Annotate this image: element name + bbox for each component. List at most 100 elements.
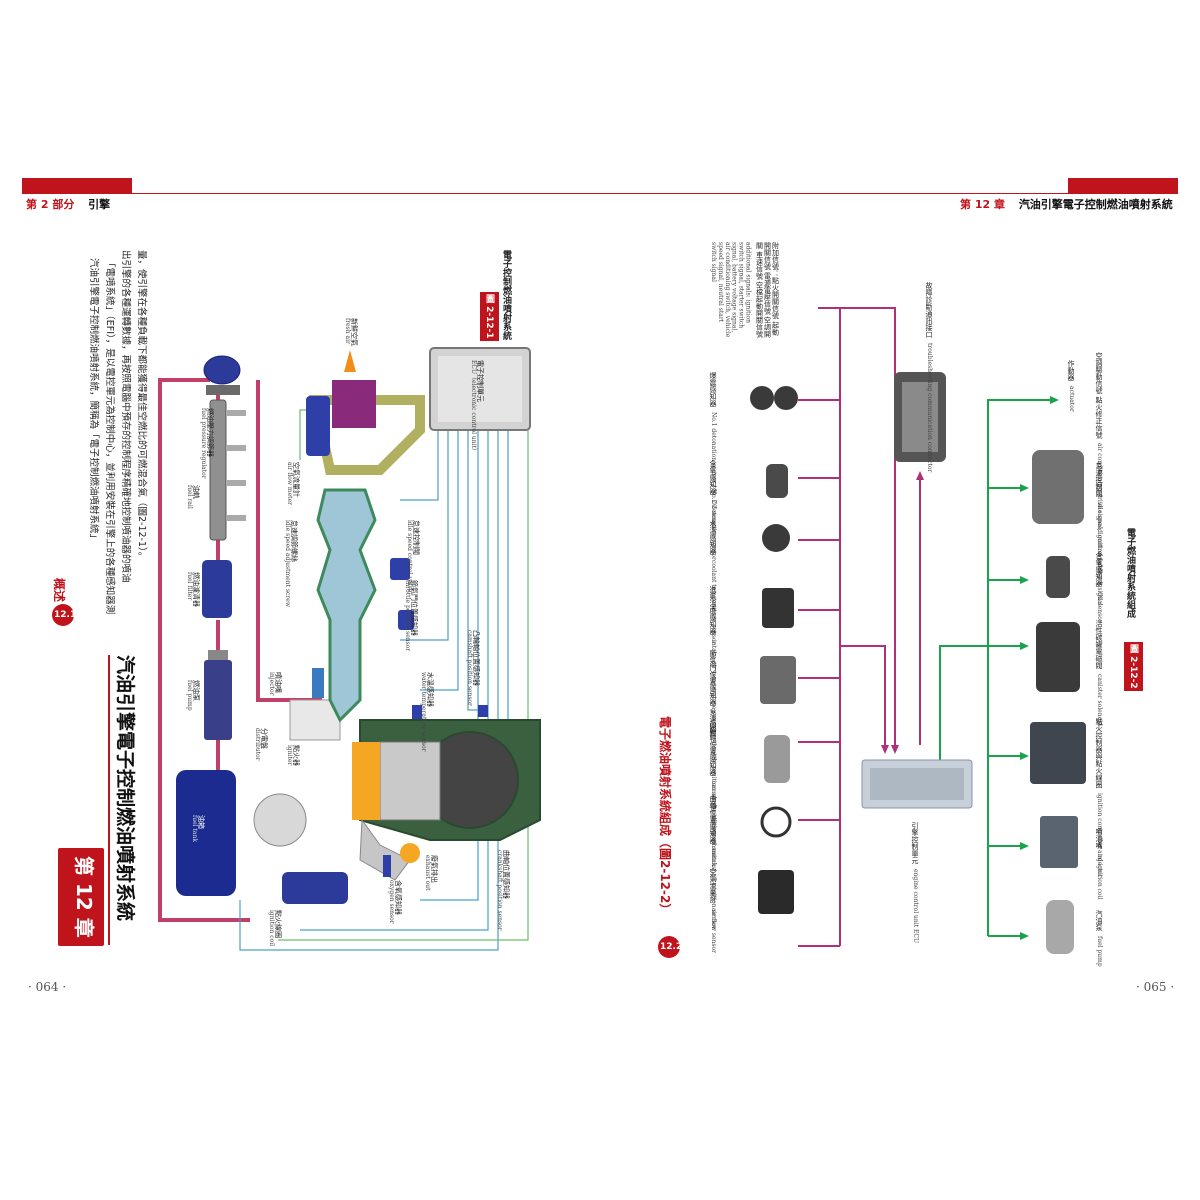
canister-solenoid-photo [1036,622,1080,692]
piston [379,741,441,821]
label-actuator-fuel-pump: 汽油泵 fuel pump [1095,910,1103,967]
efi-engine-diagram [158,347,541,951]
header-accent-bar [1068,178,1178,193]
knock-sensor-1-photo [750,386,774,410]
coolant-temp-sensor-photo [762,524,790,552]
label-actuator-idle-valve: 怠速控制閥 idle speed control valve [1095,462,1103,575]
header-accent-bar [22,178,132,193]
fuel-pressure-regulator [203,355,241,385]
label-crankshaft-sensor: 曲軸位置感知器 crankshaft position sensor [709,795,717,930]
label-intake-air-temp-sensor: 進氣溫度感知器 intake air temperature sensor [709,586,717,732]
water-temperature-sensor-part [412,705,422,719]
fuel-tank [176,770,236,896]
throttle-position-sensor-photo [760,656,796,704]
distributor [253,793,307,847]
label-actuator-o2-sensor: 含氧感知器 O2 sensor [1095,552,1103,623]
label-ecu: 引擎控制單元 engine control unit ECU [911,822,919,944]
label-camshaft-sensor: 凸輪軸位置感知器 camshaft position sensor [709,720,717,857]
sensor-lines [798,307,921,947]
label-actuator-ignition: 點火控制器與點火線圈 ignition controller and ignit… [1095,718,1103,900]
part-label: 第 2 部分 [26,198,75,211]
air-filter-box [332,380,376,428]
injector-part [312,668,324,698]
header-rule [22,193,600,194]
fuel-rail [209,399,227,541]
chapter-label: 第 12 章 [960,198,1005,211]
chapter-number-block [58,848,104,946]
fuel-pump-photo [1046,900,1074,954]
running-header: 第 2 部分 引擎 [26,196,110,212]
fuel-pump [204,660,232,740]
combustion-chamber [352,742,380,820]
intake-manifold [316,488,377,723]
throttle-position-sensor-part [398,610,414,630]
fuel-filter [202,560,232,618]
section-badge-12-2: 12.2 [658,936,682,958]
label-actuator-canister: 活性碳罐電磁閥 canister solenoid [1095,620,1103,727]
fuel-return-line [158,378,250,922]
label-throttle-position-sensor: 節氣門位置感知器 怠速開關 throttle position sensor i… [709,650,717,868]
figure-caption-2-12-1: 電子控制燃油噴射系統 [501,250,511,340]
air-flow-sensor-photo [758,870,794,914]
label-additional-signals: 附加信號：點火開關信號 起動開關信號 電源電壓信號 空調開關 車速信號 空檔起動… [710,242,780,338]
label-actuator-signals: 空調驅動信號 點火修正信號 air conditioning drive sig… [1095,352,1103,606]
header-rule [600,193,1178,194]
fresh-air-arrow [344,350,356,372]
page-number-right: · 065 · [1136,980,1175,994]
crankshaft-sensor-photo [760,806,792,838]
part-title: 引擎 [88,198,111,211]
label-actuator-injector: 噴油嘴 injector [1095,828,1103,878]
label-actuator-title: 作動器 actuator [1067,360,1075,412]
chapter-title-rule [108,655,110,945]
chapter-header-title: 汽油引擎電子控制燃油噴射系統 [1018,198,1173,211]
running-header: 第 12 章 汽油引擎電子控制燃油噴射系統 [960,196,1173,212]
label-coolant-temp-sensor: 水溫感知器 coolant temperature sensor [709,520,717,645]
right-page: 第 12 章 汽油引擎電子控制燃油噴射系統 12.2 電子燃油噴射系統組成（圖2… [600,0,1200,1200]
knock-sensor-2-photo [774,386,798,410]
ignition-controller-photo [1030,722,1086,784]
label-air-flow-sensor: 空氣流量計 air flow sensor [709,868,717,954]
label-o2-sensor: 含氧感知器 O2 sensor [709,460,717,531]
label-diagnostic-connector: 故障診斷通訊接口 troubleshooting communication c… [925,282,933,473]
air-flow-meter [306,396,330,456]
idle-speed-control-valve [390,558,410,580]
actuator-lines [939,399,1050,937]
idle-speed-control-valve-photo [1032,450,1084,524]
label-knock-sensors: 爆震感知器 No.1 detonation sensor / No.2 deto… [709,372,717,560]
oxygen-sensor-part [383,855,391,877]
camshaft-sensor-photo [764,735,790,783]
efi-components-diagram [750,307,1086,954]
camshaft-sensor-part [478,705,488,717]
figure-tag-2-12-1: 圖 2-12-1 [480,292,499,341]
o2-sensor-photo [766,464,788,498]
sensor-photos [750,386,798,914]
intake-air-temp-sensor-photo [762,588,794,628]
actuator-photos [1030,450,1086,954]
section-badge: 12.1 [52,604,76,626]
injector-photo [1040,816,1078,868]
left-page: 第 2 部分 引擎 第 12 章 汽油引擎電子控制燃油噴射系統 12.1 概述 … [22,178,600,994]
exhaust-flow [400,843,420,863]
figure-tag-2-12-2: 圖 2-12-2 [1124,642,1143,691]
figure-caption-2-12-2: 電子燃油噴射系統組成 [1125,528,1135,618]
actuator-o2-sensor-photo [1046,556,1070,598]
